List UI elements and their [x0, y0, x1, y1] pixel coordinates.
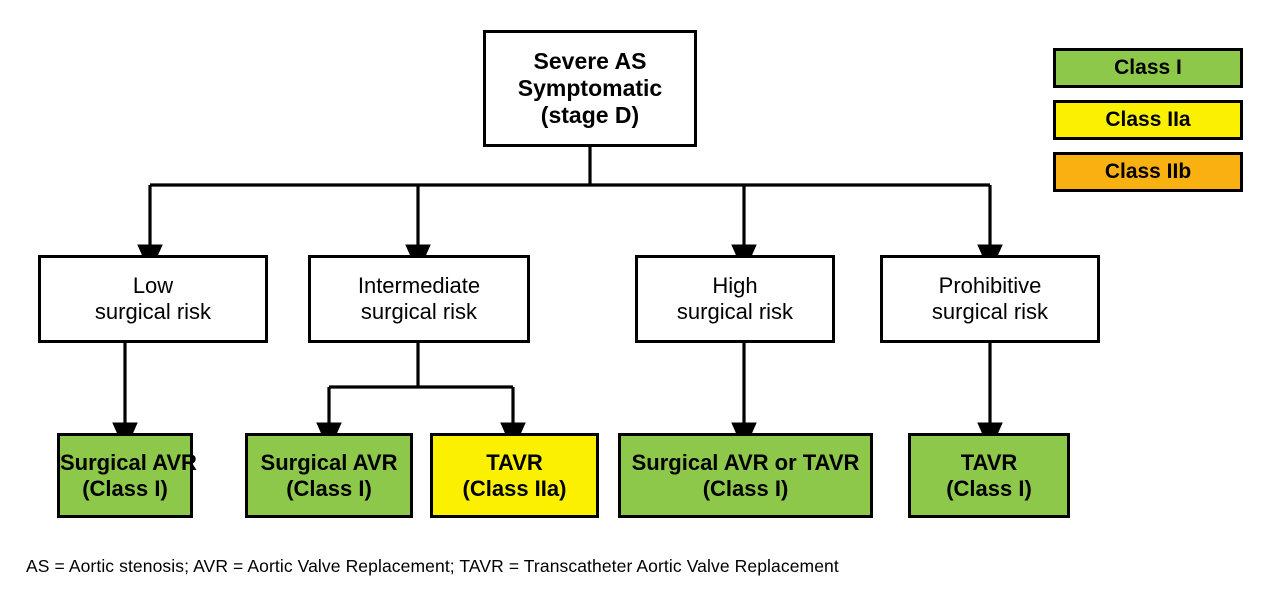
outcome-node-intermediate-tavr: TAVR (Class IIa) [430, 433, 599, 518]
risk-node-low-line-1: Low [132, 273, 174, 299]
root-node-line-1: Severe AS [533, 48, 647, 75]
outcome-node-high-line-1: Surgical AVR or TAVR [631, 449, 860, 475]
legend-item-class-i-label: Class I [1114, 56, 1182, 79]
risk-node-low: Low surgical risk [38, 255, 268, 343]
outcome-node-prohibitive-line-1: TAVR [960, 449, 1018, 475]
outcome-node-intermediate-tavr-line-1: TAVR [486, 449, 543, 475]
outcome-node-high-line-2: (Class I) [702, 475, 789, 501]
risk-node-prohibitive-line-2: surgical risk [931, 299, 1049, 324]
risk-node-high-line-1: High [712, 273, 758, 299]
risk-node-intermediate-line-1: Intermediate [357, 273, 481, 299]
outcome-node-high-surgical-avr-or-tavr: Surgical AVR or TAVR (Class I) [618, 433, 873, 518]
outcome-node-intermediate-surgical-avr: Surgical AVR (Class I) [245, 433, 413, 518]
legend-item-class-i: Class I [1053, 48, 1243, 88]
outcome-node-low-surgical-avr: Surgical AVR (Class I) [57, 433, 197, 518]
root-node-line-2: Symptomatic [517, 75, 663, 102]
legend-item-class-iib-label: Class IIb [1104, 160, 1192, 183]
risk-node-high-line-2: surgical risk [676, 299, 794, 324]
root-node-severe-as: Severe AS Symptomatic (stage D) [483, 30, 697, 147]
outcome-node-low-line-2: (Class I) [82, 475, 168, 501]
legend-item-class-iia: Class IIa [1053, 100, 1243, 140]
outcome-node-intermediate-savr-line-1: Surgical AVR [260, 449, 398, 475]
risk-node-high: High surgical risk [635, 255, 835, 343]
outcome-node-intermediate-savr-line-2: (Class I) [286, 475, 372, 501]
risk-node-prohibitive: Prohibitive surgical risk [880, 255, 1100, 343]
risk-node-intermediate: Intermediate surgical risk [308, 255, 530, 343]
risk-node-prohibitive-line-1: Prohibitive [938, 273, 1042, 299]
outcome-node-prohibitive-line-2: (Class I) [946, 475, 1032, 501]
outcome-node-prohibitive-tavr: TAVR (Class I) [908, 433, 1070, 518]
outcome-node-intermediate-tavr-line-2: (Class IIa) [462, 475, 567, 501]
footnote-abbreviations: AS = Aortic stenosis; AVR = Aortic Valve… [26, 556, 839, 576]
risk-node-low-line-2: surgical risk [94, 299, 212, 324]
legend-item-class-iia-label: Class IIa [1105, 108, 1191, 131]
risk-node-intermediate-line-2: surgical risk [360, 299, 478, 324]
legend-item-class-iib: Class IIb [1053, 152, 1243, 192]
root-node-line-3: (stage D) [540, 101, 640, 128]
outcome-node-low-line-1: Surgical AVR [60, 449, 197, 475]
